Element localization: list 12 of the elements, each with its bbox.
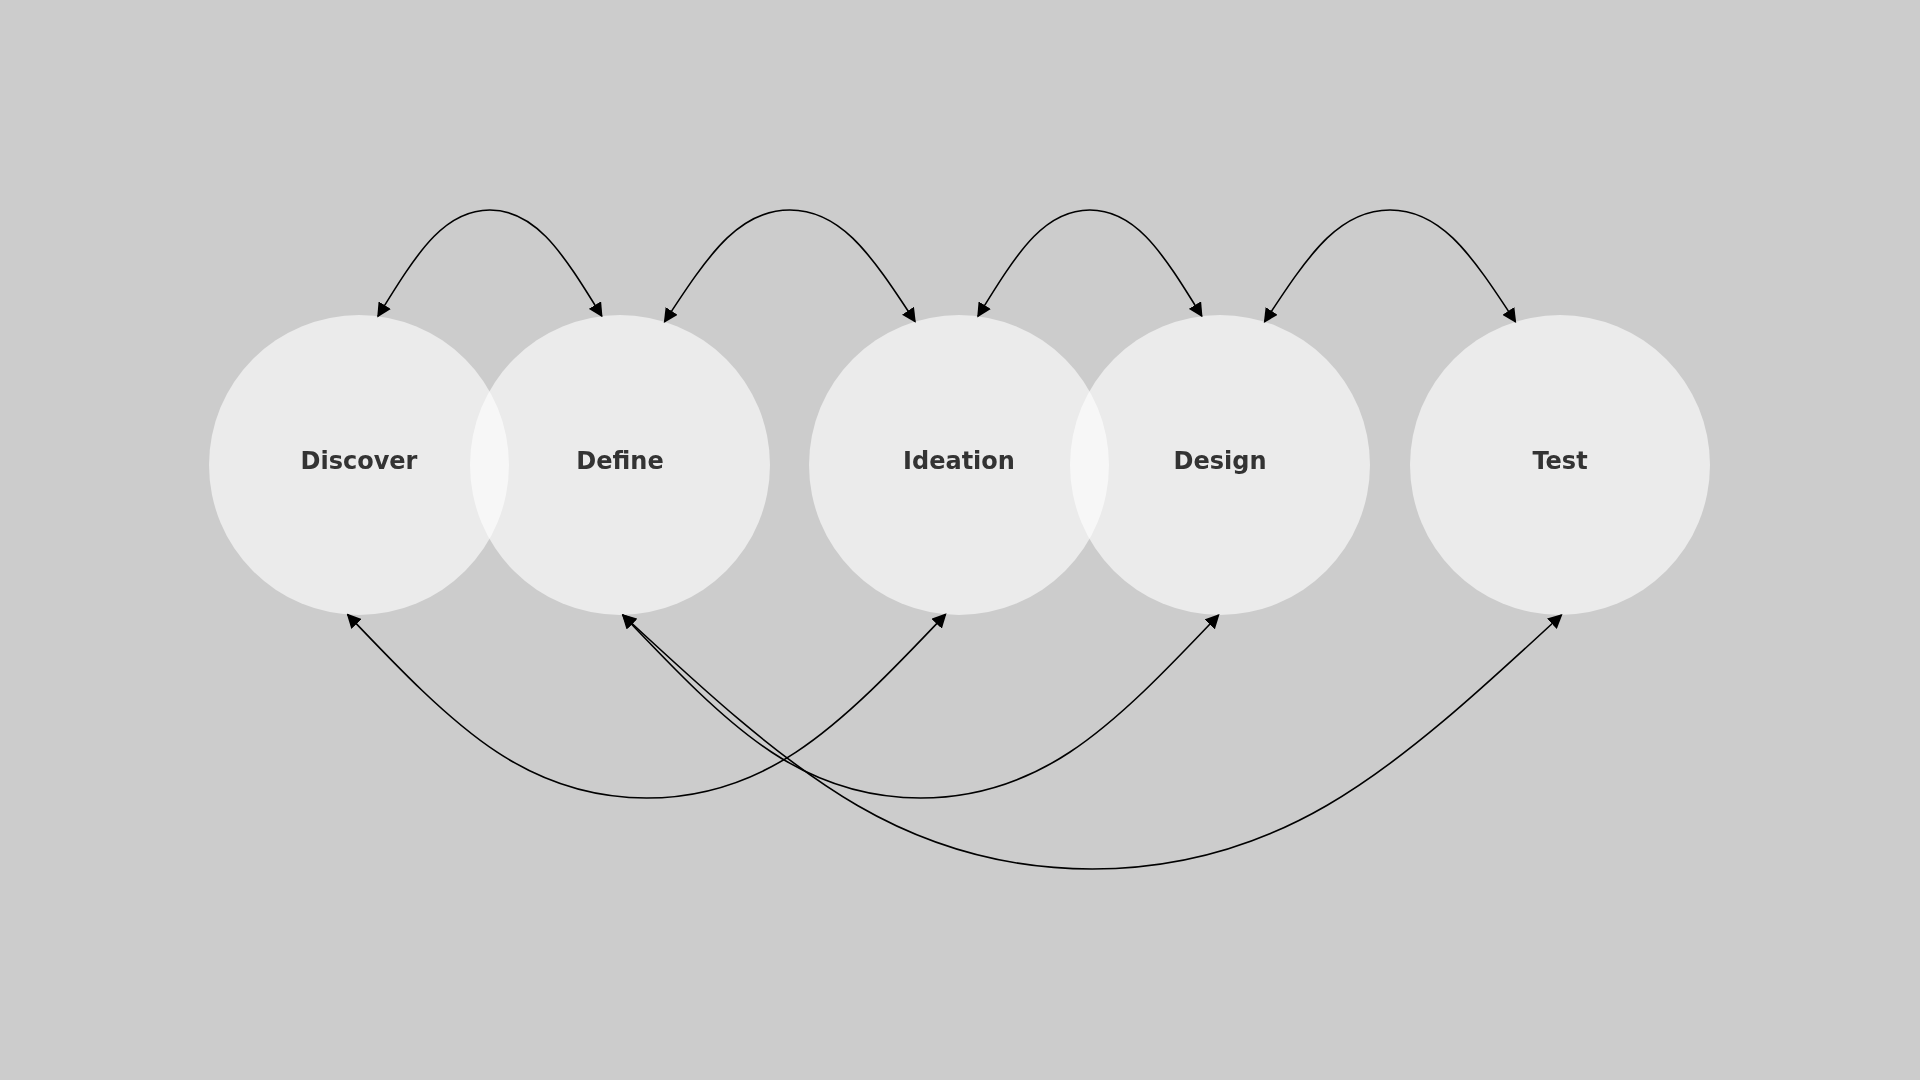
stage-label: Define [576,447,664,475]
double-arrow [377,209,603,318]
double-arrow [621,613,1220,799]
stage-label: Ideation [903,447,1015,475]
stage-label: Design [1173,447,1267,475]
stage-label: Test [1532,447,1588,475]
double-arrow [1263,209,1517,323]
double-arrow [346,613,947,799]
stage-label: Discover [300,447,418,475]
double-arrow [663,209,916,323]
double-arrow [621,614,1563,870]
double-arrow [977,209,1203,318]
